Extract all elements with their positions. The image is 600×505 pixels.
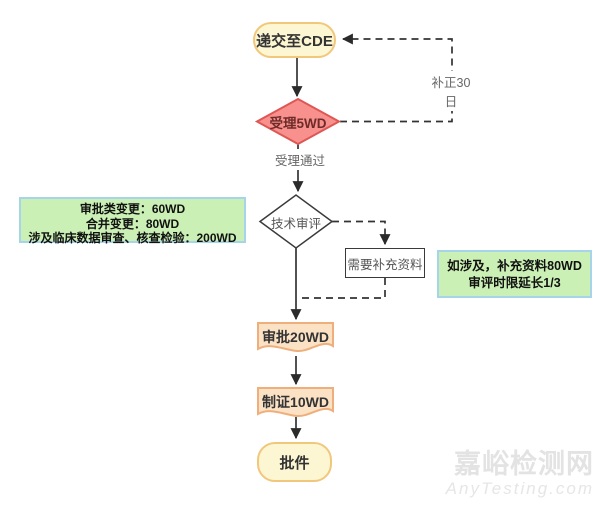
- watermark-en-text: AnyTesting.com: [445, 479, 594, 498]
- review-diamond-shape: [258, 194, 334, 249]
- annotation-line: 合并变更：80WD: [85, 216, 180, 231]
- node-supplement: 需要补充资料: [345, 248, 425, 278]
- watermark-cn-text: 嘉峪检测网: [454, 449, 594, 479]
- node-accept-label: 受理5WD: [269, 116, 327, 131]
- edge-review-to-supplement: [332, 220, 391, 246]
- node-review-label: 技术审评: [270, 216, 321, 231]
- approve-document-shape: [257, 322, 334, 353]
- node-final-approval: 批件: [257, 442, 332, 482]
- node-supplement-label: 需要补充资料: [347, 257, 423, 272]
- node-approve-label: 审批20WD: [262, 329, 329, 345]
- edge-label-correction-30d: 补正30日: [424, 71, 478, 111]
- annotation-line: 涉及临床数据审查、核查检验：200WD: [28, 231, 237, 245]
- node-final-label: 批件: [279, 454, 310, 472]
- annotation-line: 审批类变更：60WD: [79, 202, 186, 216]
- accept-diamond-shape: [254, 97, 342, 146]
- edge-label-accept-pass: 受理通过: [272, 149, 328, 170]
- annotation-line: 如涉及，补充资料80WD: [447, 259, 582, 273]
- node-submit-label: 递交至CDE: [256, 32, 333, 50]
- certificate-document-shape: [257, 387, 334, 418]
- edge-supplement-return: [298, 278, 386, 299]
- node-certificate-label: 制证10WD: [262, 394, 329, 410]
- watermark: 嘉峪检测网 AnyTesting.com: [446, 449, 594, 499]
- annotation-supplement-timeline: 如涉及，补充资料80WD 审评时限延长1/3: [437, 250, 592, 298]
- annotation-line: 审评时限延长1/3: [468, 276, 561, 290]
- annotation-review-timelines: 审批类变更：60WD 合并变更：80WD 涉及临床数据审查、核查检验：200WD: [19, 197, 246, 245]
- node-submit-cde: 递交至CDE: [253, 22, 336, 58]
